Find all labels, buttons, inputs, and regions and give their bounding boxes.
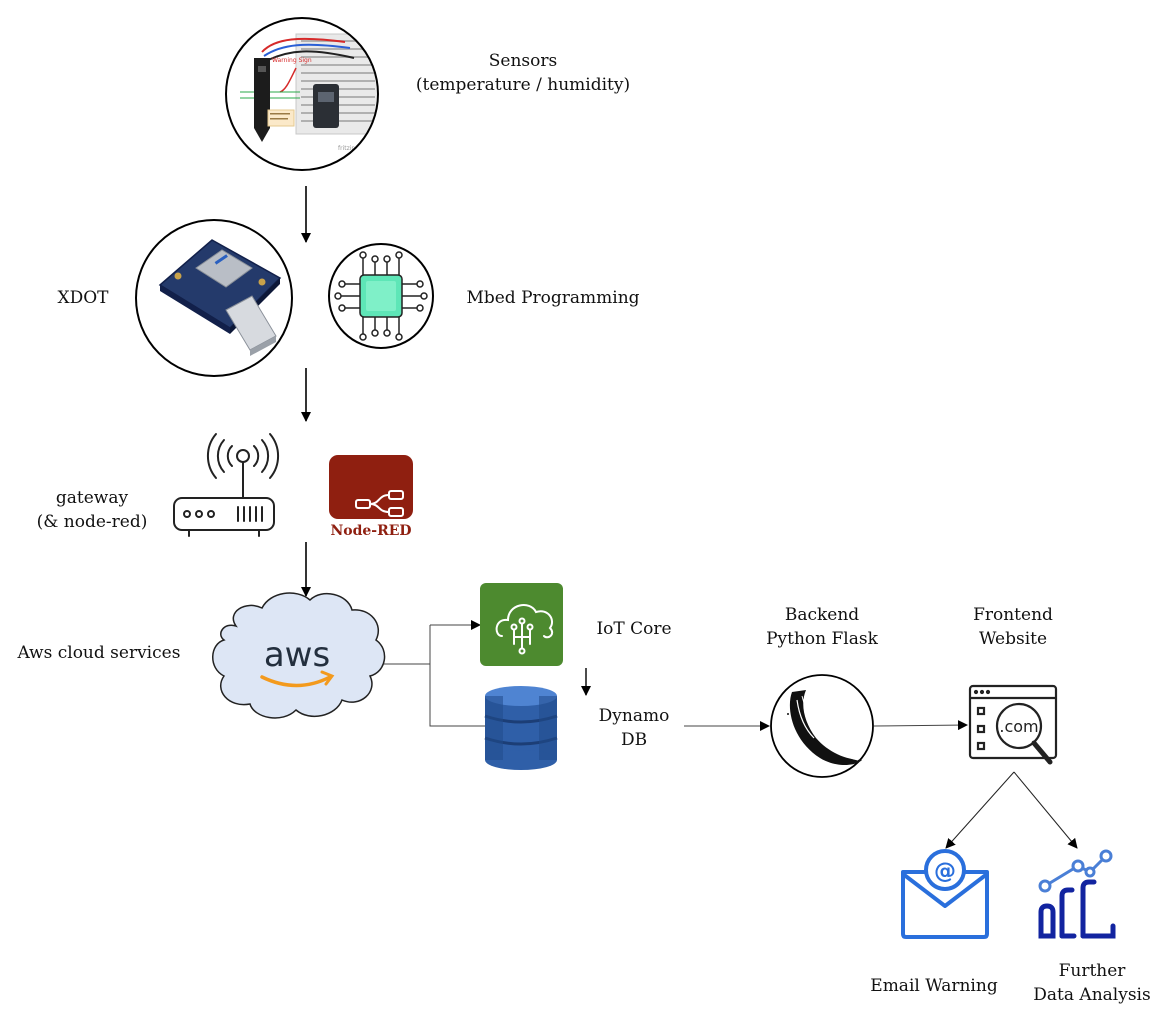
label-email: Email Warning xyxy=(859,974,1009,998)
node-red-text: Node-RED xyxy=(330,523,411,539)
aws-smile xyxy=(260,675,332,688)
fritzing-text: fritzing xyxy=(338,145,359,152)
dynamodb-icon xyxy=(484,686,558,770)
at-sign-text: @ xyxy=(934,859,956,884)
label-xdot: XDOT xyxy=(38,286,128,310)
label-sensors: Sensors (temperature / humidity) xyxy=(392,49,654,97)
label-frontend-line-2: Website xyxy=(978,629,1048,649)
label-xdot-text: XDOT xyxy=(57,288,109,308)
microcontroller-board xyxy=(313,84,339,128)
label-analysis-line-2: Data Analysis xyxy=(1033,985,1151,1005)
warning-sign-text: Warning Sign xyxy=(272,57,312,64)
soil-probe xyxy=(254,58,270,142)
label-gateway-line-2: (& node-red) xyxy=(36,512,148,532)
dotcom-text: .com xyxy=(999,717,1038,736)
node-red-logo: Node-RED xyxy=(329,455,413,539)
xdot-image xyxy=(135,219,293,377)
data-analysis-icon xyxy=(1038,849,1116,939)
label-dynamo-line-2: DB xyxy=(620,730,648,750)
label-gateway-line-1: gateway xyxy=(55,488,129,508)
label-sensors-line-1: Sensors xyxy=(488,51,558,71)
label-mbed: Mbed Programming xyxy=(450,286,656,310)
label-aws-services-text: Aws cloud services xyxy=(17,643,181,663)
label-backend: Backend Python Flask xyxy=(747,603,897,651)
label-analysis-line-1: Further xyxy=(1058,961,1126,981)
label-backend-line-1: Backend xyxy=(784,605,860,625)
router-icon xyxy=(173,433,280,537)
iot-core-icon xyxy=(480,583,563,666)
xdot-circle xyxy=(135,219,293,377)
label-email-text: Email Warning xyxy=(870,976,998,996)
cloud-shape xyxy=(212,592,386,719)
website-icon: .com xyxy=(968,684,1058,765)
label-iot-core-text: IoT Core xyxy=(596,619,672,639)
aws-text: aws xyxy=(264,635,330,675)
line-aws-branch xyxy=(383,625,431,665)
connectors xyxy=(301,186,1078,849)
sensors-circle xyxy=(225,17,379,171)
label-gateway: gateway (& node-red) xyxy=(22,486,162,534)
label-dynamo: Dynamo DB xyxy=(584,704,684,752)
flask-logo-icon xyxy=(770,674,874,778)
arrow-website-to-email xyxy=(945,771,1015,849)
label-dynamo-line-1: Dynamo xyxy=(598,706,670,726)
label-frontend-line-1: Frontend xyxy=(973,605,1053,625)
label-sensors-line-2: (temperature / humidity) xyxy=(415,75,631,95)
label-iot-core: IoT Core xyxy=(584,617,684,641)
email-icon: @ xyxy=(901,849,989,939)
label-backend-line-2: Python Flask xyxy=(766,629,878,649)
arrow-website-to-analysis xyxy=(1013,771,1078,849)
arrow-flask-to-website xyxy=(873,720,968,731)
label-frontend: Frontend Website xyxy=(943,603,1083,651)
label-aws-services: Aws cloud services xyxy=(4,641,194,665)
sensors-image: Warning Sign fritzing xyxy=(225,17,379,171)
line-aws-to-dynamo xyxy=(429,664,486,727)
aws-cloud-icon: aws xyxy=(212,592,386,719)
label-mbed-text: Mbed Programming xyxy=(466,288,640,308)
mbed-chip-icon xyxy=(328,243,434,349)
xdot-module xyxy=(195,249,253,288)
label-analysis: Further Data Analysis xyxy=(1022,959,1162,1007)
